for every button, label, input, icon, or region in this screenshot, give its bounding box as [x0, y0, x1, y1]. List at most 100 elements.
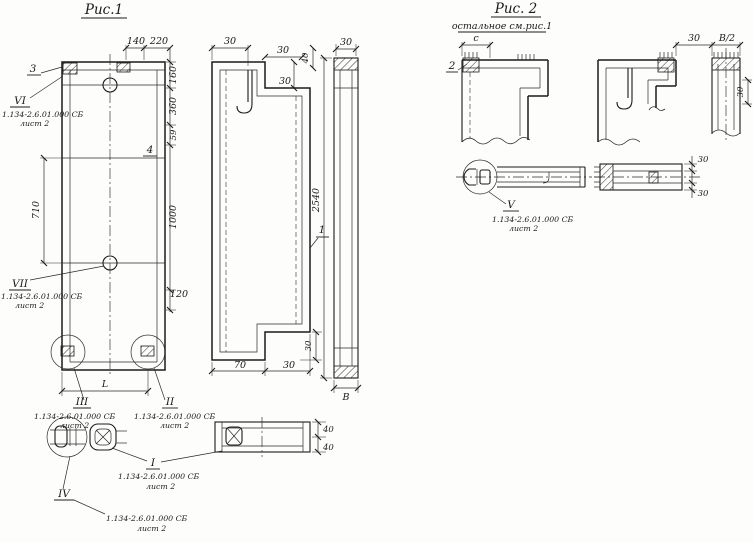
section-i-doc: 1.134-2.6.01.000 СБ [118, 472, 200, 481]
break-line-a [461, 137, 531, 145]
dim-59: 59 [169, 129, 179, 140]
callout-2: 2 [448, 60, 456, 72]
section-iii-doc: 1.134-2.6.01.000 СБ [34, 412, 116, 421]
section-iv-label: IV [57, 488, 71, 500]
section-v-sheet: лист 2 [509, 224, 538, 233]
section-iii-block: III 1.134-2.6.01.000 СБ лист 2 [34, 367, 116, 430]
front-view-panel [50, 54, 166, 376]
section-vi-sheet: лист 2 [20, 119, 49, 128]
anchor-block-a [462, 57, 480, 73]
detail-i-node [89, 423, 127, 451]
break-line-c [711, 129, 741, 137]
section-vii-doc: 1.134-2.6.01.000 СБ [1, 292, 83, 301]
section-ii-block: II 1.134-2.6.01.000 СБ лист 2 [134, 367, 216, 430]
section-view-panel [211, 61, 311, 361]
section-i-dimensions: 40 40 [312, 418, 334, 456]
section-ii-label: II [165, 396, 175, 408]
lifting-hook [236, 70, 253, 114]
dim-2540: 2540 [311, 188, 322, 213]
dim-width-B: В [342, 392, 350, 403]
section-vii-sheet: лист 2 [15, 301, 44, 310]
dim-30-strip-right: 30 [736, 86, 746, 97]
dim-70: 70 [234, 360, 246, 371]
detail-iv-circle [46, 416, 88, 458]
insert-detail-channel [648, 171, 659, 184]
dim-30-notch-width: 30 [277, 45, 289, 56]
lifting-loop-lower [102, 255, 118, 271]
loop-cross-section [225, 426, 243, 446]
anchor-block-b [657, 57, 675, 73]
fig1-title-block: Рис.1 [81, 2, 127, 19]
front-view-callouts: 3 4 [27, 63, 157, 157]
section-vi-label: VI [14, 95, 27, 107]
dim-40-upper: 40 [322, 425, 334, 435]
fig2-detail-v: V 1.134-2.6.01.000 СБ лист 2 [456, 159, 592, 233]
anchor-block-channel [599, 163, 614, 191]
section-i-block: I 1.134-2.6.01.000 СБ лист 2 [111, 447, 223, 491]
dim-140: 140 [127, 36, 145, 47]
dim-30-bottom: 30 [283, 360, 295, 371]
weld-teeth-b [659, 52, 673, 58]
dim-30-notch-depth: 30 [279, 76, 291, 87]
section-v-label: V [507, 199, 516, 211]
section-iv-block: IV 1.134-2.6.01.000 СБ лист 2 [54, 455, 188, 533]
section-v-doc: 1.134-2.6.01.000 СБ [492, 215, 574, 224]
fig2-detail-b [597, 52, 677, 146]
anchor-detail-bottom-left [60, 345, 75, 357]
weld-teeth-a [464, 52, 478, 58]
dim-30-gap-fig2: 30 [688, 33, 700, 44]
side-profile-dimensions: 2540 30 В [311, 37, 362, 403]
section-i-view [214, 417, 311, 457]
dim-30-hook: 30 [224, 36, 236, 47]
dim-length-L: L [101, 379, 108, 390]
fig2-title-block: Рис. 2 остальное см.рис.1 [452, 1, 552, 33]
dim-30-flange-top: 30 [698, 155, 709, 165]
dim-710: 710 [31, 201, 42, 219]
dim-B2: В/2 [718, 33, 735, 44]
dim-120: 120 [170, 289, 188, 300]
section-iv-sheet: лист 2 [137, 524, 166, 533]
anchor-detail-top-left [62, 62, 78, 75]
dim-30-strip-top: 30 [340, 37, 352, 48]
detail-circle-right [130, 334, 166, 370]
fig2-subtitle: остальное см.рис.1 [452, 21, 552, 32]
callout-4: 4 [146, 144, 154, 156]
fig1-title: Рис.1 [84, 2, 123, 18]
weld-teeth-a2 [517, 54, 535, 60]
front-view-dimensions: 140 220 160 360 59 1000 120 710 L [31, 36, 188, 396]
hook-detail-v [542, 172, 550, 184]
detail-circle-left [50, 334, 86, 370]
dim-160: 160 [168, 66, 179, 84]
lifting-hook-b [616, 68, 633, 110]
section-iv-doc: 1.134-2.6.01.000 СБ [106, 514, 188, 523]
callout-3: 3 [30, 63, 37, 75]
section-ii-doc: 1.134-2.6.01.000 СБ [134, 412, 216, 421]
section-ii-sheet: лист 2 [160, 421, 189, 430]
dim-40-gap: 40 [301, 52, 311, 64]
section-iii-sheet: лист 2 [60, 421, 89, 430]
weld-teeth-c [713, 52, 739, 58]
anchor-detail-bottom-right [140, 345, 155, 357]
section-view-dimensions: 30 30 30 40 1 30 70 30 [208, 36, 329, 376]
fig2-title: Рис. 2 [494, 1, 538, 17]
fig2-channel-section: 30 30 [594, 155, 709, 199]
section-vi-doc: 1.134-2.6.01.000 СБ [2, 110, 84, 119]
dim-1000: 1000 [168, 205, 179, 229]
dim-360: 360 [168, 97, 179, 115]
section-vii-block: VII 1.134-2.6.01.000 СБ лист 2 [1, 265, 105, 310]
dim-30-flange-bottom: 30 [698, 189, 709, 199]
weld-teeth-channel [594, 166, 600, 188]
section-i-sheet: лист 2 [146, 482, 175, 491]
fig2-strip-profile: 30 В/2 30 [672, 33, 752, 140]
lifting-loop-upper [102, 77, 118, 93]
fig2-detail-a: с 2 [446, 33, 549, 145]
dim-c: с [473, 33, 479, 44]
anchor-detail-top-right [116, 62, 131, 73]
section-iii-label: III [75, 396, 89, 408]
break-line-b2 [648, 106, 666, 111]
dim-220: 220 [149, 36, 168, 47]
dim-30-bottom-notch: 30 [304, 340, 314, 351]
dim-40-lower: 40 [322, 443, 334, 453]
